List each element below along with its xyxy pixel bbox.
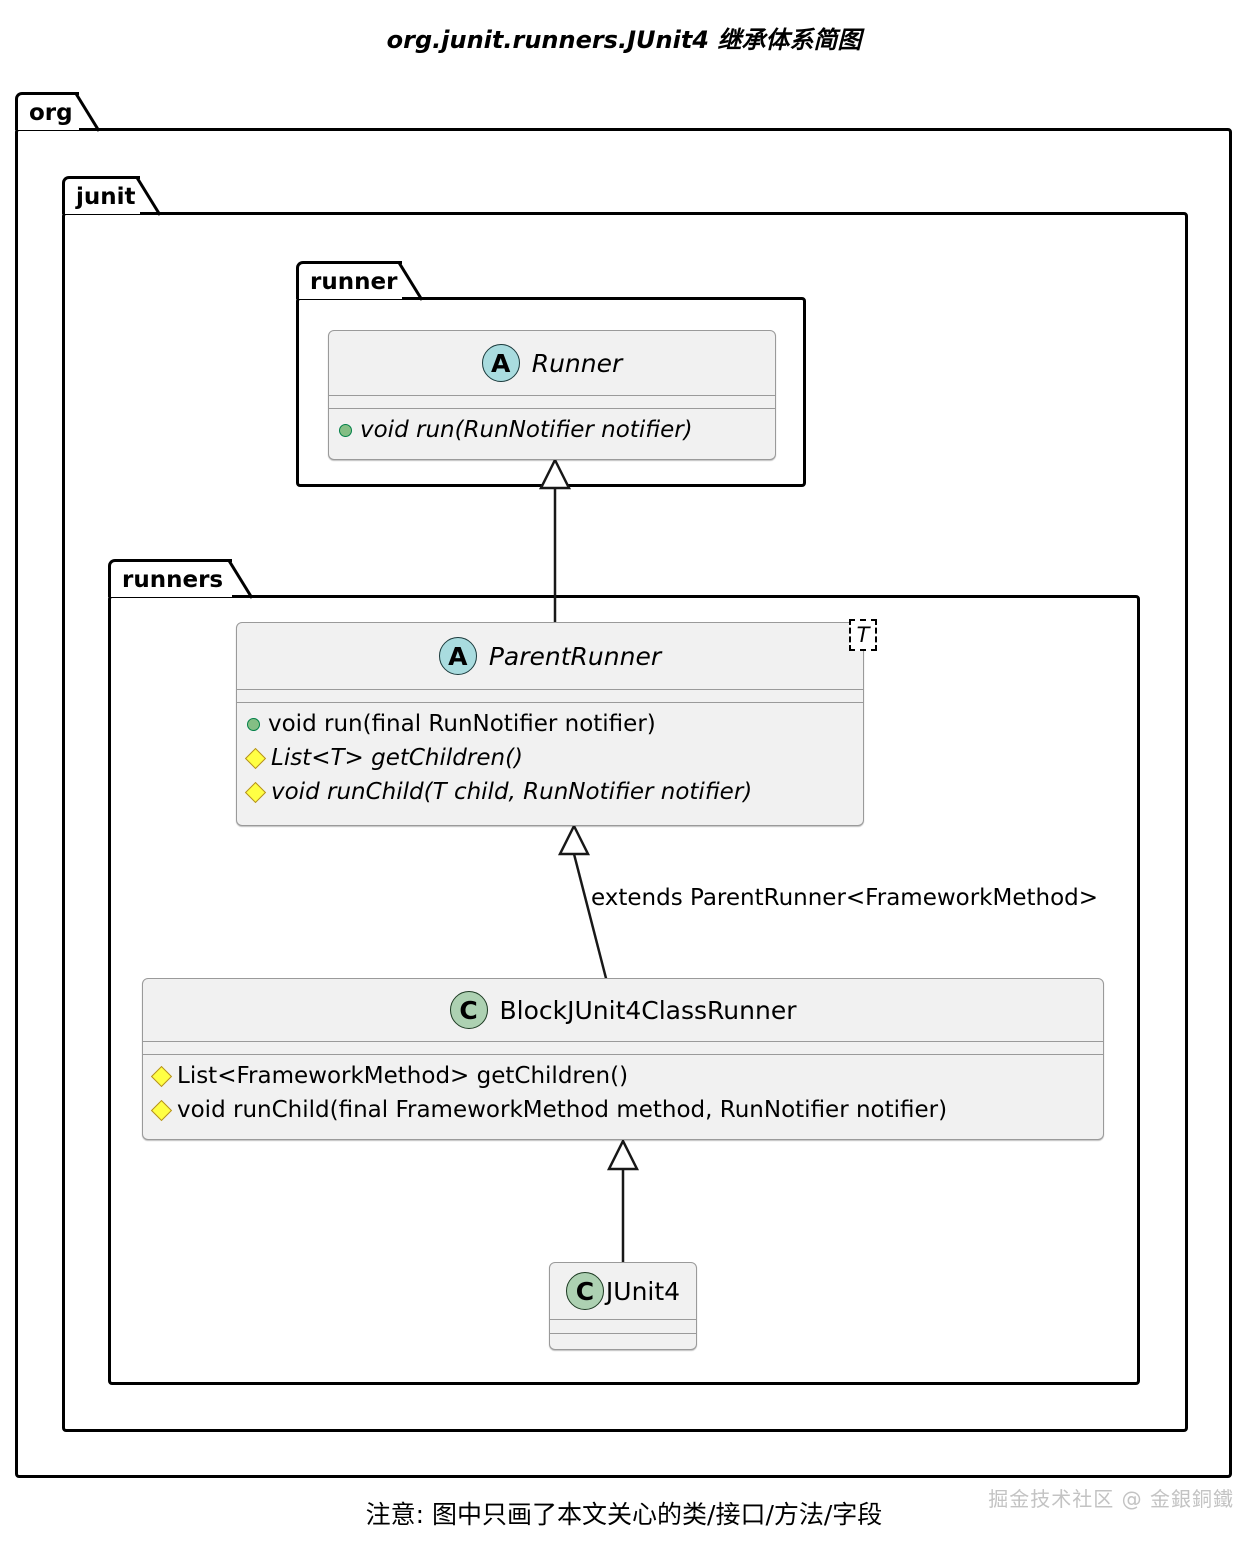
method-label: void runChild(T child, RunNotifier notif… [271, 779, 753, 805]
method-row[interactable]: void runChild(T child, RunNotifier notif… [237, 775, 863, 809]
method-label: List<FrameworkMethod> getChildren() [177, 1063, 629, 1089]
class-divider [237, 702, 863, 703]
generic-type-parameter-parentrunner: T [849, 619, 877, 651]
class-attributes-parentrunner [237, 690, 863, 702]
class-name-runner: Runner [531, 348, 623, 378]
class-methods-parentrunner: void run(final RunNotifier notifier) Lis… [237, 703, 863, 815]
method-row[interactable]: List<FrameworkMethod> getChildren() [143, 1059, 1103, 1093]
method-label: void run(RunNotifier notifier) [360, 417, 693, 443]
class-header-blockjunit4classrunner: C BlockJUnit4ClassRunner [143, 979, 1103, 1041]
class-divider [143, 1041, 1103, 1042]
edge-blockjunit4-junit4 [603, 1138, 643, 1265]
method-label: void runChild(final FrameworkMethod meth… [177, 1097, 948, 1123]
package-tab-slant-icon [136, 176, 162, 217]
class-divider [329, 395, 775, 396]
class-name-parentrunner: ParentRunner [488, 641, 662, 671]
class-methods-junit4 [550, 1334, 696, 1348]
class-name-blockjunit4classrunner: BlockJUnit4ClassRunner [499, 995, 797, 1025]
class-box-blockjunit4classrunner[interactable]: C BlockJUnit4ClassRunner List<FrameworkM… [142, 978, 1104, 1140]
protected-diamond-icon [150, 1065, 173, 1087]
watermark: 掘金技术社区 @ 金銀銅鐵 [988, 1487, 1234, 1511]
public-circle-icon [247, 717, 260, 731]
edge-runner-parentrunner [535, 457, 575, 628]
package-tab-slant-icon [398, 261, 424, 302]
package-tab-slant-icon [228, 559, 254, 600]
class-divider [550, 1319, 696, 1320]
class-header-parentrunner: A ParentRunner [237, 623, 863, 689]
package-tab-slant-icon [75, 92, 101, 133]
package-runner-tab: runner [296, 261, 424, 301]
method-row[interactable]: List<T> getChildren() [237, 741, 863, 775]
public-circle-icon [339, 423, 352, 437]
page-title: org.junit.runners.JUnit4 继承体系简图 [386, 26, 862, 54]
protected-diamond-icon [244, 781, 267, 803]
package-org-label: org [29, 99, 73, 126]
package-runners [108, 595, 1140, 1385]
protected-diamond-icon [244, 747, 267, 769]
class-attributes-junit4 [550, 1320, 696, 1333]
class-divider [329, 408, 775, 409]
class-icon: C [449, 991, 488, 1029]
class-icon: C [565, 1272, 604, 1310]
package-org-tab: org [15, 92, 101, 132]
abstract-class-icon: A [481, 344, 520, 382]
method-row[interactable]: void run(final RunNotifier notifier) [237, 707, 863, 741]
package-org [15, 128, 1232, 1478]
package-runners-label: runners [122, 566, 224, 593]
class-divider [143, 1054, 1103, 1055]
package-junit-tab: junit [62, 176, 162, 216]
package-runner-label: runner [310, 268, 398, 295]
class-attributes-runner [329, 396, 775, 408]
class-name-junit4: JUnit4 [605, 1276, 681, 1306]
diagram-note: 注意: 图中只画了本文关心的类/接口/方法/字段 [365, 1500, 883, 1529]
method-row[interactable]: void runChild(final FrameworkMethod meth… [143, 1093, 1103, 1127]
class-attributes-blockjunit4classrunner [143, 1042, 1103, 1054]
edge-parentrunner-blockjunit4 [557, 823, 628, 988]
class-header-runner: A Runner [329, 331, 775, 395]
class-methods-runner: void run(RunNotifier notifier) [329, 409, 775, 453]
package-junit-label: junit [76, 183, 136, 210]
method-label: List<T> getChildren() [271, 745, 524, 771]
protected-diamond-icon [150, 1099, 173, 1121]
class-divider [550, 1333, 696, 1334]
class-divider [237, 689, 863, 690]
method-label: void run(final RunNotifier notifier) [268, 711, 656, 737]
package-runners-tab: runners [108, 559, 254, 599]
edge-label-extends-parentrunner: extends ParentRunner<FrameworkMethod> [591, 885, 1099, 911]
method-row[interactable]: void run(RunNotifier notifier) [329, 413, 775, 447]
class-box-parentrunner[interactable]: A ParentRunner void run(final RunNotifie… [236, 622, 864, 826]
class-box-runner[interactable]: A Runner void run(RunNotifier notifier) [328, 330, 776, 460]
class-box-junit4[interactable]: C JUnit4 [549, 1262, 697, 1350]
abstract-class-icon: A [438, 637, 477, 675]
class-header-junit4: C JUnit4 [550, 1263, 696, 1319]
package-junit [62, 212, 1188, 1432]
class-methods-blockjunit4classrunner: List<FrameworkMethod> getChildren() void… [143, 1055, 1103, 1133]
